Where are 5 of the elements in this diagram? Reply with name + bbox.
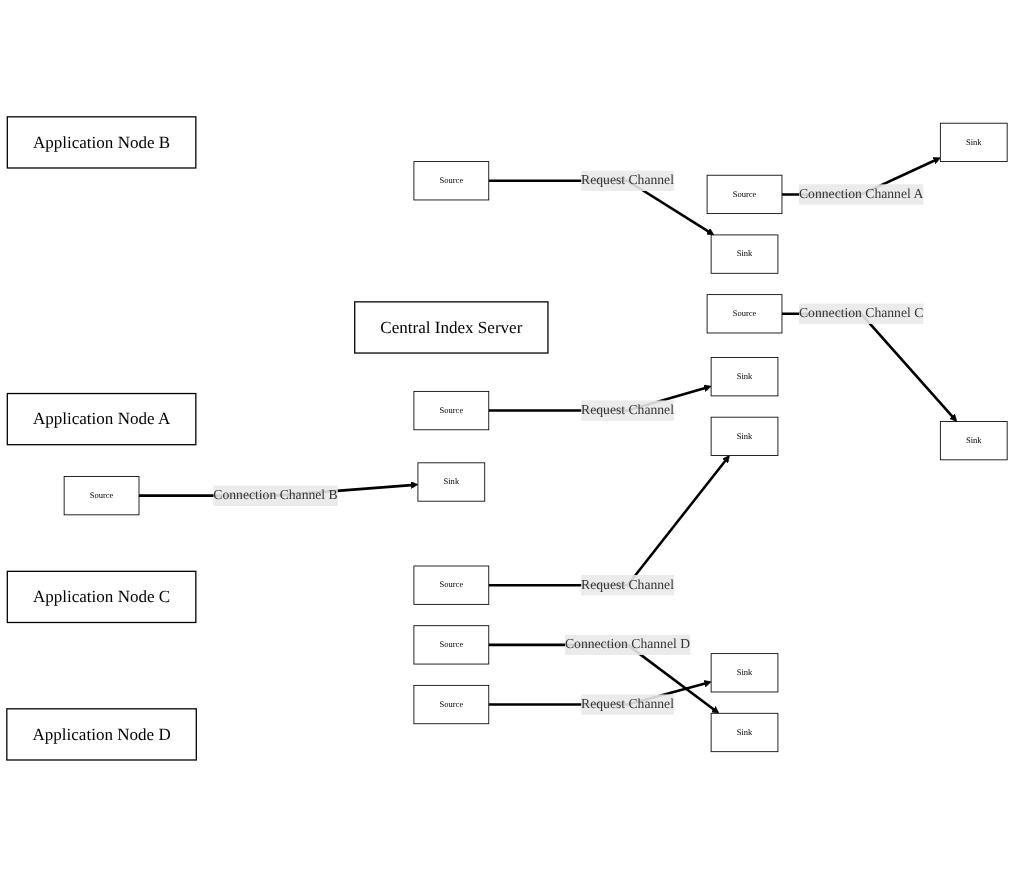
node-box: Central Index Server xyxy=(354,300,549,354)
node-box: Application Node A xyxy=(6,392,197,445)
node-box: Application Node D xyxy=(6,707,197,761)
node-box: Application Node B xyxy=(6,115,197,169)
node-box: Application Node C xyxy=(6,570,197,623)
